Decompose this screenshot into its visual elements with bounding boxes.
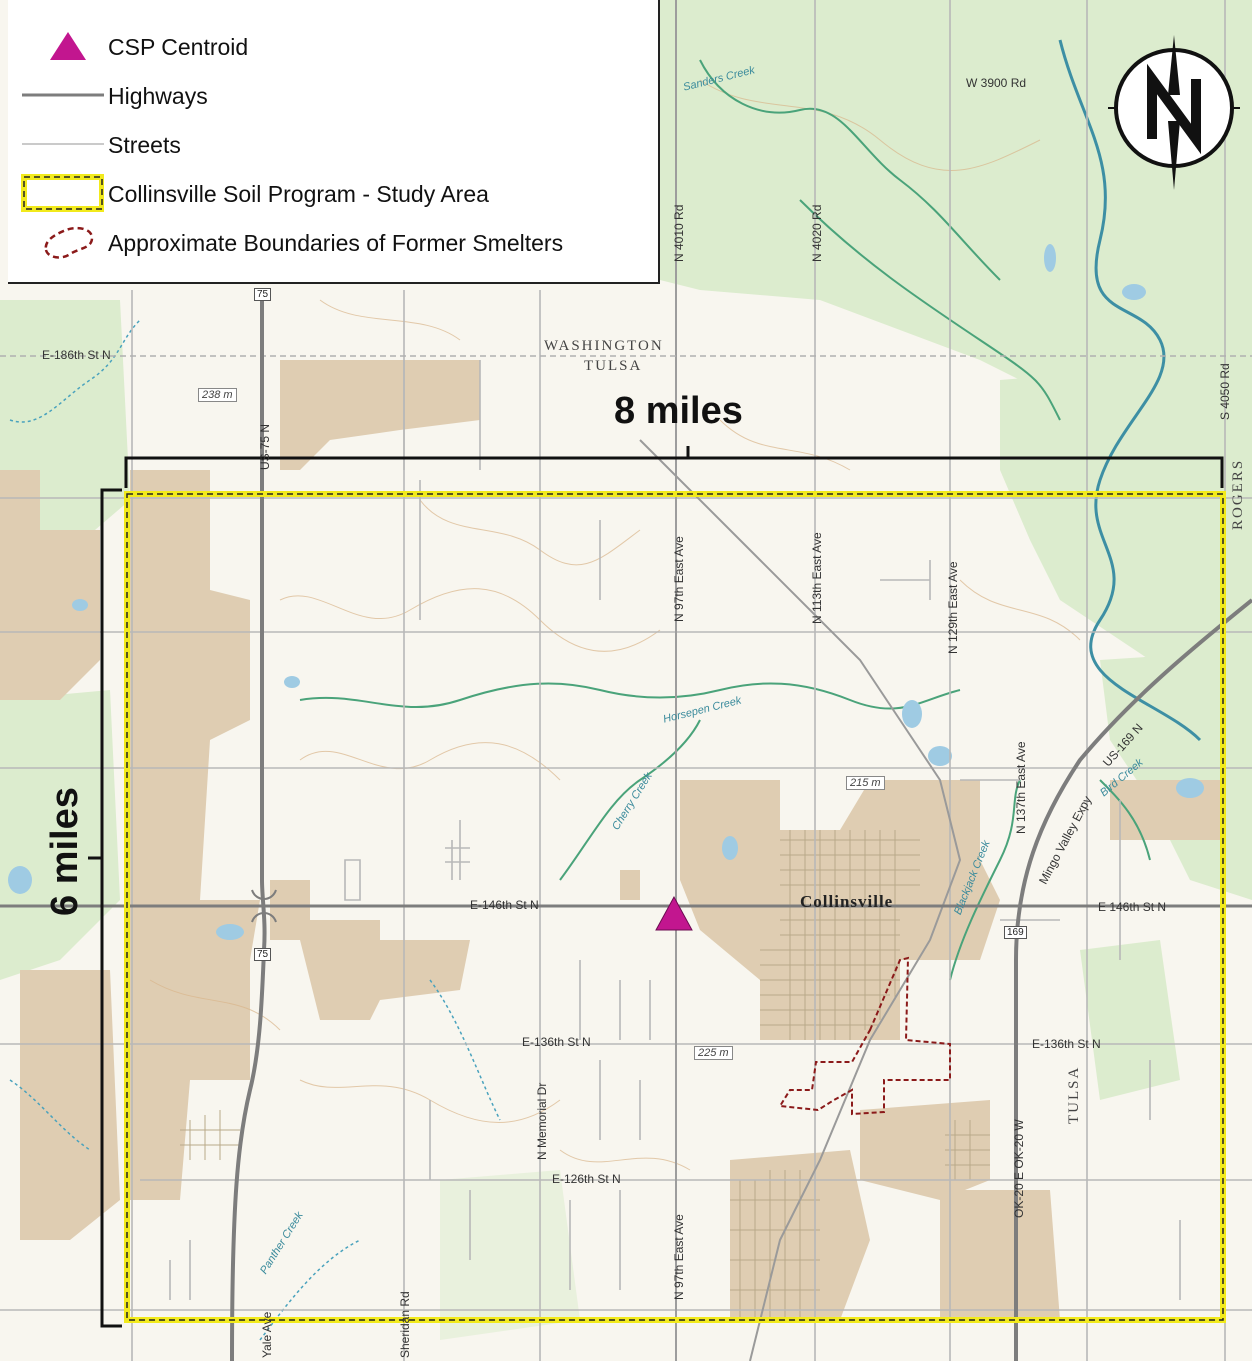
highways: [0, 290, 1252, 1361]
street-line-icon: [22, 143, 104, 145]
legend-label: Highways: [108, 83, 208, 109]
height-dimension-label: 6 miles: [44, 787, 86, 916]
road-label-ok20: OK-20 E OK-20 W: [1012, 1119, 1026, 1218]
road-label-n4020: N 4020 Rd: [810, 204, 824, 262]
north-arrow-icon: [1108, 35, 1240, 190]
legend-item-smelters: Approximate Boundaries of Former Smelter…: [8, 222, 648, 262]
smelter-boundary-icon: [44, 226, 94, 259]
county-label-tulsa: TULSA: [584, 358, 643, 374]
road-label-n113: N 113th East Ave: [810, 532, 824, 624]
legend-label: Collinsville Soil Program - Study Area: [108, 181, 489, 207]
road-label-n97-north: N 97th East Ave: [672, 536, 686, 622]
legend-item-study-area: Collinsville Soil Program - Study Area: [8, 173, 648, 213]
legend-item-highways: Highways: [8, 75, 648, 115]
road-label-n97-south: N 97th East Ave: [672, 1214, 686, 1300]
ponds: [8, 244, 1204, 940]
highway-shield-169: 169: [1004, 926, 1027, 939]
smelter-boundaries: [778, 956, 951, 1116]
legend-item-streets: Streets: [8, 124, 648, 164]
width-dimension-label: 8 miles: [614, 390, 743, 432]
elevation-label-225: 225 m: [694, 1046, 733, 1060]
county-label-rogers: ROGERS: [1230, 458, 1246, 530]
road-label-s4050: S 4050 Rd: [1218, 363, 1232, 420]
highway-shield-75-north: 75: [254, 288, 272, 301]
road-label-e126: E-126th St N: [552, 1172, 621, 1186]
map-legend: CSP Centroid Highways Streets Collinsvil…: [8, 0, 660, 284]
creeks: [299, 59, 1151, 981]
road-label-memorial: N Memorial Dr: [535, 1082, 549, 1160]
study-area-boundary: [124, 491, 1226, 1323]
road-label-n137: N 137th East Ave: [1014, 741, 1028, 834]
road-label-n4010: N 4010 Rd: [672, 204, 686, 262]
bird-creek-river: [1058, 39, 1202, 742]
csp-centroid-marker: [655, 895, 693, 931]
dimension-brackets: [88, 446, 1224, 1328]
triangle-icon: [50, 32, 86, 60]
highway-line-icon: [22, 93, 104, 97]
road-label-n129: N 129th East Ave: [946, 561, 960, 654]
road-label-us75: US-75 N: [258, 423, 272, 470]
legend-label: Approximate Boundaries of Former Smelter…: [108, 230, 564, 256]
elevation-label-215: 215 m: [846, 776, 885, 790]
county-label-washington: WASHINGTON: [544, 338, 664, 354]
legend-label: CSP Centroid: [108, 34, 249, 60]
interchange: [251, 889, 277, 923]
study-area-box-icon: [21, 174, 104, 212]
road-label-e136-east: E-136th St N: [1032, 1037, 1101, 1051]
town-street-grid: [180, 830, 990, 1320]
town-label-collinsville: Collinsville: [800, 892, 894, 911]
legend-label: Streets: [108, 132, 181, 158]
county-label-tulsa-east: TULSA: [1066, 1065, 1082, 1124]
dashed-creeks: [9, 319, 501, 1341]
road-label-e136-west: E-136th St N: [522, 1035, 591, 1049]
road-label-e146-east: E 146th St N: [1098, 900, 1167, 914]
road-label-w3900: W 3900 Rd: [966, 76, 1027, 90]
legend-item-centroid: CSP Centroid: [8, 26, 648, 66]
road-label-yale: Yale Ave: [260, 1311, 274, 1358]
road-label-e146-west: E-146th St N: [470, 898, 539, 912]
road-label-sheridan: Sheridan Rd: [398, 1291, 412, 1358]
road-label-e186: E-186th St N: [42, 348, 111, 362]
elevation-label-238: 238 m: [198, 388, 237, 402]
highway-shield-75-south: 75: [254, 948, 272, 961]
